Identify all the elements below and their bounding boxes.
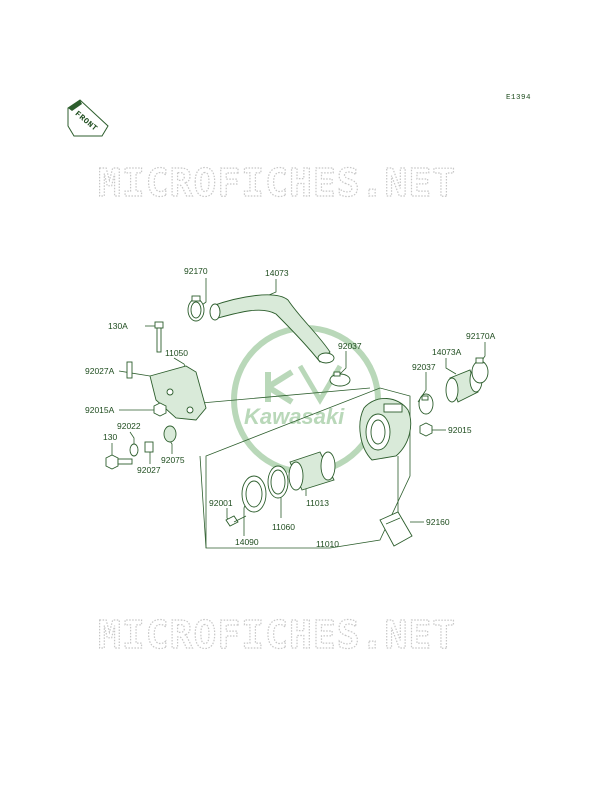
part-label-130a: 130A — [108, 321, 128, 331]
part-label-14090: 14090 — [235, 537, 259, 547]
part-number-labels: 92170 14073 130A 11050 92027A 92037 9217… — [85, 266, 496, 549]
watermark-bottom: MICROFICHES.NET — [98, 613, 456, 657]
nut-92015a — [153, 402, 167, 417]
part-label-92075: 92075 — [161, 455, 185, 465]
part-label-92027: 92027 — [137, 465, 161, 475]
part-label-92015a: 92015A — [85, 405, 115, 415]
watermark-top: MICROFICHES.NET — [98, 161, 456, 205]
bolt-130 — [105, 454, 133, 470]
part-label-14073: 14073 — [265, 268, 289, 278]
part-label-92015: 92015 — [448, 425, 472, 435]
clamp-92037-lower — [418, 393, 434, 415]
part-label-92160: 92160 — [426, 517, 450, 527]
intake-hose — [209, 294, 335, 364]
collar-92027 — [144, 441, 154, 453]
part-label-11013: 11013 — [306, 498, 329, 508]
part-label-11060: 11060 — [272, 522, 295, 532]
part-label-14073a: 14073A — [432, 347, 462, 357]
hose-clamp — [187, 295, 205, 322]
nut-92015 — [419, 422, 433, 437]
leader-lines — [111, 278, 486, 549]
part-label-92001: 92001 — [209, 498, 233, 508]
part-label-130: 130 — [103, 432, 117, 442]
part-label-11010: 11010 — [316, 539, 339, 549]
part-label-92170a: 92170A — [466, 331, 496, 341]
clamp-92170a — [471, 357, 489, 384]
part-label-92022: 92022 — [117, 421, 141, 431]
caution-label — [379, 511, 413, 547]
figure-code: E1394 — [506, 94, 531, 102]
filter-cap — [241, 475, 267, 513]
part-label-92037-upper: 92037 — [338, 341, 362, 351]
screw-92001 — [225, 515, 247, 527]
washer-92022 — [129, 443, 139, 457]
part-label-92037-lower: 92037 — [412, 362, 436, 372]
air-box-housing — [359, 398, 412, 461]
part-label-92170: 92170 — [184, 266, 208, 276]
damper-92075 — [163, 425, 177, 443]
filter-element — [288, 451, 336, 491]
bolt-130a — [154, 321, 164, 353]
clamp-92037-upper — [329, 371, 351, 387]
part-label-11050: 11050 — [165, 348, 188, 358]
gasket — [267, 465, 289, 499]
front-arrow-icon: FRONT — [67, 99, 109, 137]
pin-92027a — [126, 361, 133, 379]
part-label-92027a: 92027A — [85, 366, 115, 376]
